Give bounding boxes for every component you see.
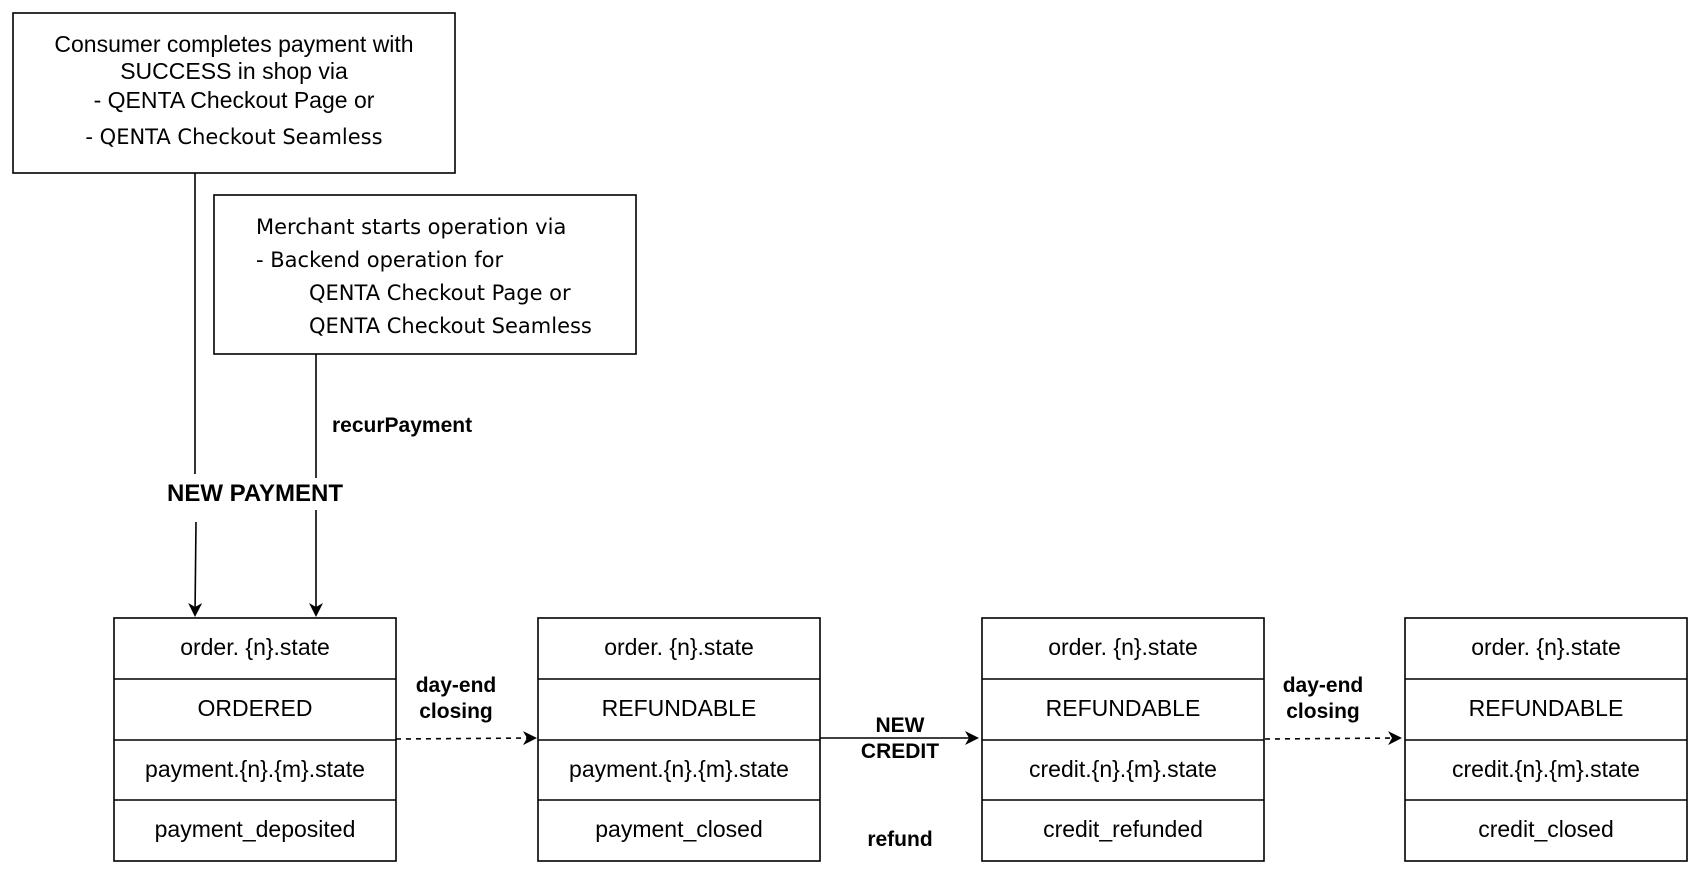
merchant-line-3: QENTA Checkout Page or xyxy=(309,281,571,305)
consumer-line-2: SUCCESS in shop via xyxy=(120,58,348,84)
day-end-closing-arrow-1 xyxy=(395,731,537,746)
merchant-line-4: QENTA Checkout Seamless xyxy=(309,314,592,338)
consumer-line-4: - QENTA Checkout Seamless xyxy=(85,125,382,149)
state-table-1-row-4: payment_deposited xyxy=(155,816,356,842)
state-table-2-row-4: payment_closed xyxy=(595,816,763,842)
merchant-box-frame xyxy=(213,194,637,355)
refund-label: refund xyxy=(867,828,932,851)
day-end-closing-arrow-2 xyxy=(1264,731,1402,746)
day-end-label-1: day-end xyxy=(416,674,497,697)
consumer-box: Consumer completes payment with SUCCESS … xyxy=(12,12,456,174)
new-credit-label-bg xyxy=(858,712,942,734)
state-table-1-row-1: order. {n}.state xyxy=(180,634,330,660)
closing-label-1: closing xyxy=(419,700,493,723)
state-table-3-row-4: credit_refunded xyxy=(1043,816,1203,842)
state-table-1: order. {n}.state ORDERED payment.{n}.{m}… xyxy=(113,617,397,862)
consumer-line-3: - QENTA Checkout Page or xyxy=(94,87,375,113)
recur-payment-label: recurPayment xyxy=(332,414,472,437)
state-table-4-row-1: order. {n}.state xyxy=(1471,634,1621,660)
new-payment-label: NEW PAYMENT xyxy=(167,480,343,507)
connectors xyxy=(188,173,1402,746)
state-table-3-row-3: credit.{n}.{m}.state xyxy=(1029,756,1217,782)
state-table-2: order. {n}.state REFUNDABLE payment.{n}.… xyxy=(537,617,821,862)
state-table-1-row-3: payment.{n}.{m}.state xyxy=(145,756,365,782)
state-table-3-row-1: order. {n}.state xyxy=(1048,634,1198,660)
state-table-3: order. {n}.state REFUNDABLE credit.{n}.{… xyxy=(981,617,1265,862)
merchant-box: Merchant starts operation via - Backend … xyxy=(213,194,637,355)
consumer-box-frame xyxy=(12,12,456,174)
credit-label: CREDIT xyxy=(861,740,939,763)
new-label: NEW xyxy=(876,714,925,737)
state-table-4-row-3: credit.{n}.{m}.state xyxy=(1452,756,1640,782)
state-table-3-row-2: REFUNDABLE xyxy=(1046,695,1201,721)
state-table-4: order. {n}.state REFUNDABLE credit.{n}.{… xyxy=(1404,617,1688,862)
state-table-1-row-2: ORDERED xyxy=(197,695,312,721)
consumer-line-1: Consumer completes payment with xyxy=(54,31,413,57)
closing-label-2: closing xyxy=(1286,700,1360,723)
consumer-connector-arrow xyxy=(188,521,203,617)
state-table-4-row-4: credit_closed xyxy=(1478,816,1614,842)
day-end-label-2: day-end xyxy=(1283,674,1364,697)
state-table-4-row-2: REFUNDABLE xyxy=(1469,695,1624,721)
merchant-line-1: Merchant starts operation via xyxy=(256,215,566,239)
state-table-2-row-3: payment.{n}.{m}.state xyxy=(569,756,789,782)
connector-labels: recurPayment NEW PAYMENT day-end closing… xyxy=(167,414,1363,851)
state-table-2-row-1: order. {n}.state xyxy=(604,634,754,660)
state-table-2-row-2: REFUNDABLE xyxy=(602,695,757,721)
merchant-line-2: - Backend operation for xyxy=(256,248,503,272)
